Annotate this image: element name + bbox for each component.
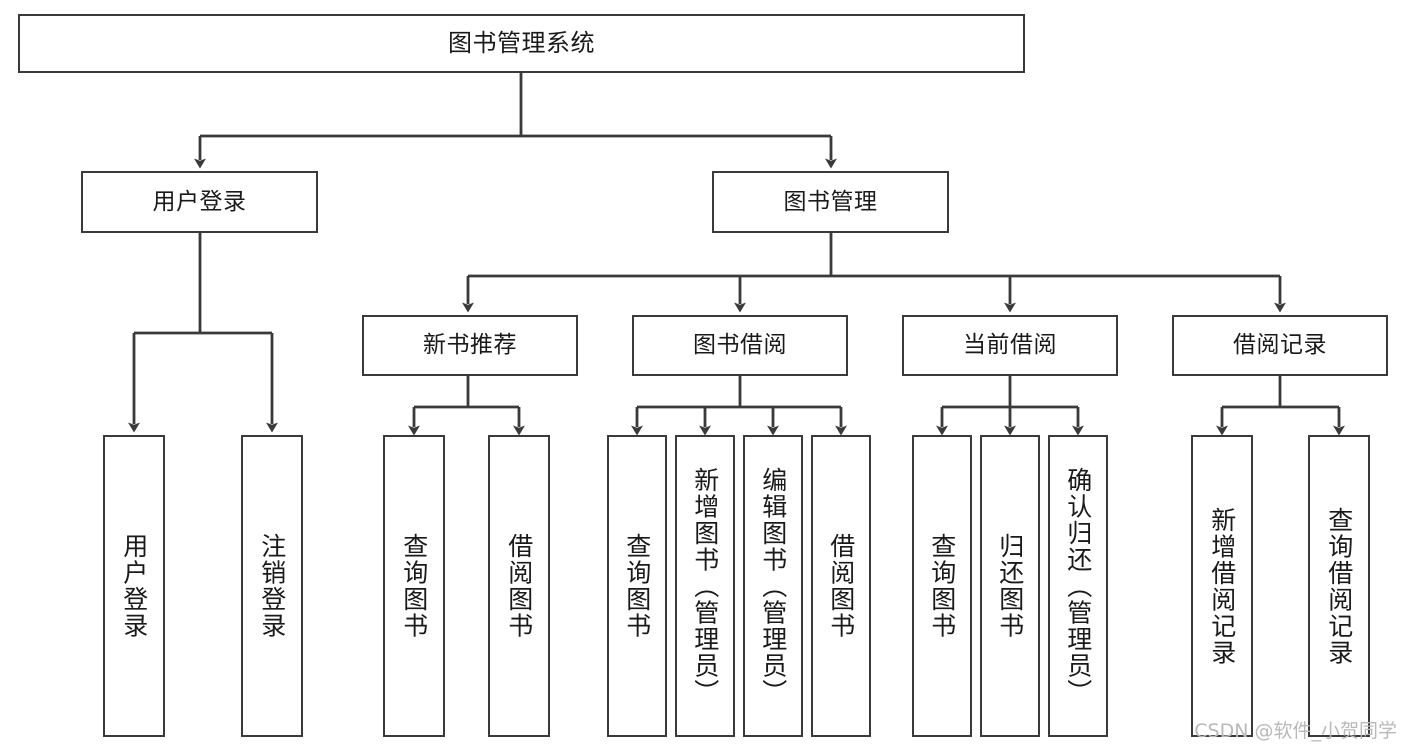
node-label: 借阅图书 <box>504 533 534 639</box>
csdn-watermark: CSDN @软件_小贺同学 <box>1194 720 1397 742</box>
node-book-borrow[interactable]: 图书借阅 <box>632 315 848 376</box>
leaf-edit-book[interactable]: 编辑图书（管理员） <box>743 435 803 737</box>
node-label: 新增图书（管理员） <box>690 466 720 706</box>
leaf-user-login[interactable]: 用户登录 <box>103 435 165 737</box>
leaf-query-book-current[interactable]: 查询图书 <box>912 435 972 737</box>
node-label: 用户登录 <box>119 533 149 639</box>
node-label: 借阅图书 <box>826 533 856 639</box>
leaf-query-book-borrow[interactable]: 查询图书 <box>607 435 667 737</box>
node-label: 图书借阅 <box>693 332 787 359</box>
node-label: 查询图书 <box>927 533 957 639</box>
leaf-borrow-book-recommend[interactable]: 借阅图书 <box>488 435 550 737</box>
leaf-query-book-recommend[interactable]: 查询图书 <box>383 435 445 737</box>
node-current-borrow[interactable]: 当前借阅 <box>902 315 1118 376</box>
node-label: 新书推荐 <box>423 332 517 359</box>
node-label: 借阅记录 <box>1233 332 1327 359</box>
node-label: 注销登录 <box>257 533 287 639</box>
node-label: 图书管理 <box>783 188 878 215</box>
node-label: 查询图书 <box>399 533 429 639</box>
node-root-system[interactable]: 图书管理系统 <box>18 14 1025 73</box>
node-label: 查询图书 <box>622 533 652 639</box>
node-borrow-record[interactable]: 借阅记录 <box>1172 315 1388 376</box>
node-label: 确认归还（管理员） <box>1063 466 1093 706</box>
leaf-return-book[interactable]: 归还图书 <box>980 435 1040 737</box>
leaf-borrow-book[interactable]: 借阅图书 <box>811 435 871 737</box>
leaf-add-borrow-record[interactable]: 新增借阅记录 <box>1191 435 1253 737</box>
leaf-query-borrow-record[interactable]: 查询借阅记录 <box>1308 435 1370 737</box>
node-label: 当前借阅 <box>963 332 1057 359</box>
node-user-login[interactable]: 用户登录 <box>81 171 318 233</box>
leaf-confirm-return[interactable]: 确认归还（管理员） <box>1048 435 1108 737</box>
node-label: 图书管理系统 <box>448 28 595 57</box>
node-label: 查询借阅记录 <box>1324 506 1354 666</box>
node-label: 用户登录 <box>152 188 247 215</box>
node-label: 归还图书 <box>995 533 1025 639</box>
node-book-manage[interactable]: 图书管理 <box>712 171 949 233</box>
node-label: 编辑图书（管理员） <box>758 466 788 706</box>
node-label: 新增借阅记录 <box>1207 506 1237 666</box>
leaf-add-book[interactable]: 新增图书（管理员） <box>675 435 735 737</box>
leaf-logout[interactable]: 注销登录 <box>241 435 303 737</box>
node-new-book-recommend[interactable]: 新书推荐 <box>362 315 578 376</box>
